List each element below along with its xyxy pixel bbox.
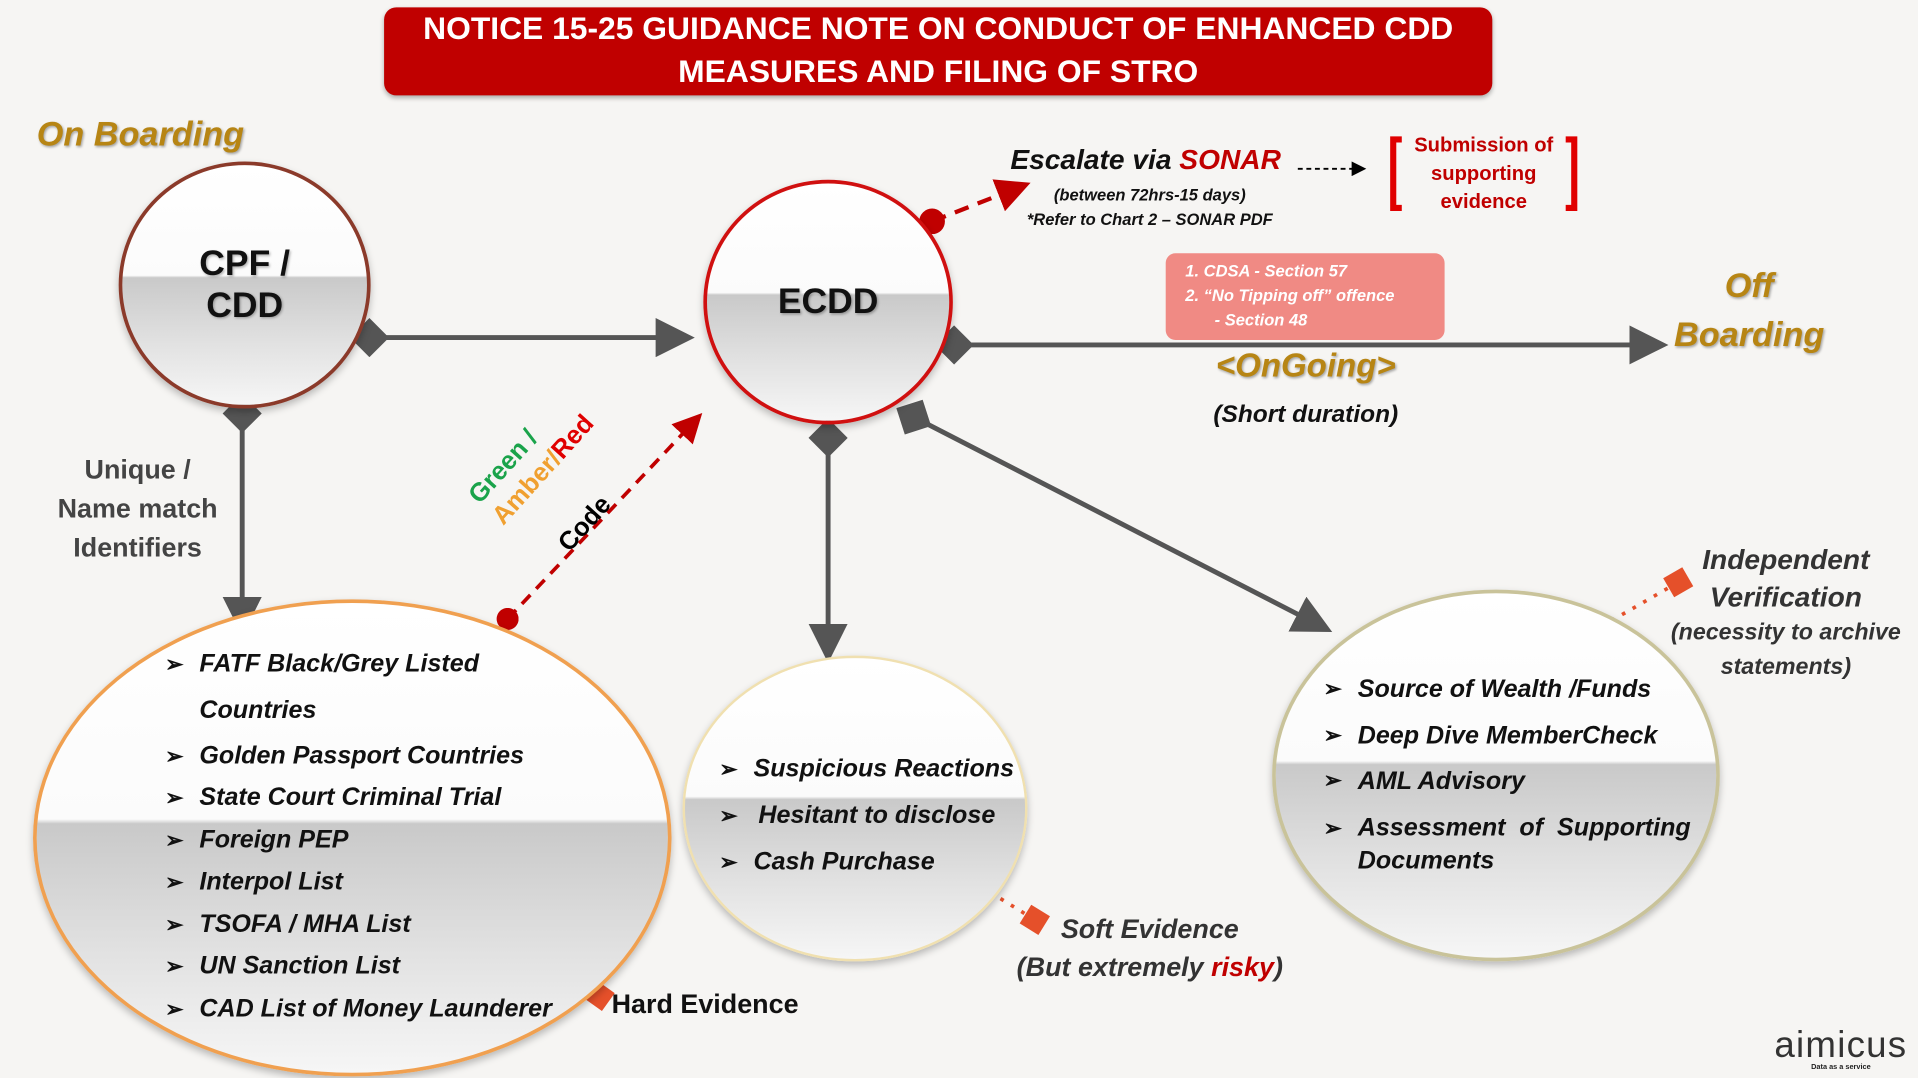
- off-boarding-label: Off Boarding: [1664, 262, 1835, 360]
- independent-line: Verification: [1709, 581, 1862, 613]
- soft-evidence-title: Soft Evidence: [1060, 913, 1239, 945]
- cpf-cdd-node: CPF / CDD: [118, 161, 371, 409]
- ongoing-label: <OnGoing>: [1215, 347, 1396, 385]
- escalate-details: (between 72hrs-15 days) *Refer to Chart …: [1015, 183, 1284, 232]
- list-item: ➢UN Sanction List: [165, 951, 401, 980]
- list-item: ➢Assessment of Supporting: [1323, 812, 1691, 841]
- off-boarding-line-1: Off: [1724, 266, 1774, 305]
- verification-list: ➢Source of Wealth /Funds ➢Deep Dive Memb…: [1324, 667, 1691, 877]
- list-item: ➢CAD List of Money Launderer: [165, 993, 552, 1022]
- legal-item: - Section 48: [1214, 310, 1308, 330]
- title-banner: NOTICE 15-25 GUIDANCE NOTE ON CONDUCT OF…: [384, 7, 1493, 96]
- logo-name: aimicus: [1774, 1025, 1908, 1066]
- list-item: ➢Golden Passport Countries: [165, 740, 525, 769]
- soft-evidence-label: Soft Evidence (But extremely risky): [991, 910, 1309, 986]
- escalate-duration: (between 72hrs-15 days): [1053, 185, 1246, 205]
- escalate-prefix: Escalate via: [1010, 143, 1180, 175]
- soft-evidence-prefix: (But extremely: [1016, 951, 1212, 983]
- soft-evidence-suffix: ): [1273, 951, 1283, 983]
- list-item: ➢AML Advisory: [1323, 766, 1525, 796]
- list-item: ➢FATF Black/Grey Listed: [165, 649, 480, 678]
- verification-pointer: [1582, 567, 1694, 644]
- list-item: ➢Source of Wealth /Funds: [1323, 675, 1652, 704]
- legal-item: 1. CDSA - Section 57: [1185, 261, 1348, 281]
- code-dashed-arrow: [496, 413, 703, 630]
- cpf-line-2: CDD: [206, 286, 284, 326]
- identifiers-label: Unique / Name match Identifiers: [37, 450, 239, 567]
- title-line-2: MEASURES AND FILING OF STRO: [678, 52, 1199, 90]
- independent-line: statements): [1720, 654, 1852, 681]
- hard-evidence-label: Hard Evidence: [611, 988, 799, 1019]
- on-boarding-label: On Boarding: [36, 114, 245, 153]
- soft-evidence-list: ➢Suspicious Reactions ➢Hesitant to discl…: [719, 746, 1014, 885]
- submission-line: supporting: [1431, 162, 1537, 185]
- list-item: ➢Cash Purchase: [719, 847, 935, 876]
- independent-line: Independent: [1702, 543, 1870, 575]
- soft-evidence-node: [682, 655, 1028, 962]
- title-line-1: NOTICE 15-25 GUIDANCE NOTE ON CONDUCT OF…: [423, 9, 1454, 47]
- verification-node: [1272, 589, 1720, 962]
- short-duration-label: (Short duration): [1213, 401, 1399, 429]
- identifiers-line: Unique /: [84, 453, 191, 485]
- identifiers-line: Name match: [57, 492, 218, 524]
- list-item: ➢TSOFA / MHA List: [165, 909, 411, 938]
- list-item: ➢Deep Dive MemberCheck: [1323, 721, 1658, 750]
- hard-evidence-node: [33, 599, 672, 1077]
- submission-line: Submission of: [1414, 134, 1554, 157]
- independent-line: (necessity to archive: [1670, 620, 1901, 646]
- submission-bracket-left: [1390, 136, 1402, 212]
- legal-reference-box: 1. CDSA - Section 57 2. “No Tipping off”…: [1165, 253, 1445, 341]
- submission-label: Submission of supporting evidence: [1402, 132, 1566, 216]
- escalate-reference: *Refer to Chart 2 – SONAR PDF: [1026, 210, 1273, 229]
- list-item: Countries: [199, 695, 317, 724]
- list-item: Documents: [1357, 845, 1495, 874]
- independent-verification-label: Independent Verification (necessity to a…: [1657, 541, 1914, 685]
- submission-bracket-right: [1565, 136, 1578, 212]
- identifiers-line: Identifiers: [73, 532, 202, 563]
- list-item: ➢Hesitant to disclose: [719, 801, 996, 830]
- hard-evidence-list: ➢FATF Black/Grey Listed Countries ➢Golde…: [165, 643, 552, 1030]
- submission-line: evidence: [1440, 190, 1527, 213]
- risky-word: risky: [1211, 951, 1274, 983]
- off-boarding-line-2: Boarding: [1674, 315, 1825, 354]
- cpf-line-1: CPF /: [199, 244, 290, 284]
- ecdd-node: ECDD: [703, 179, 953, 425]
- list-item: ➢Suspicious Reactions: [719, 754, 1015, 783]
- escalate-label: Escalate via SONAR: [1010, 143, 1281, 176]
- arrow-ecdd-to-verification: [896, 399, 1333, 632]
- list-item: ➢Interpol List: [165, 867, 343, 896]
- aimicus-logo: aimicus Data as a service: [1768, 1025, 1915, 1072]
- list-item: ➢Foreign PEP: [165, 825, 349, 854]
- legal-item: 2. “No Tipping off” offence: [1185, 286, 1395, 305]
- sonar-dashed-arrow: [919, 179, 1031, 235]
- logo-tagline: Data as a service: [1811, 1064, 1871, 1072]
- list-item: ➢State Court Criminal Trial: [165, 782, 502, 811]
- sonar-label: SONAR: [1179, 143, 1281, 175]
- cpf-cdd-label: CPF / CDD: [122, 243, 367, 326]
- ecdd-label: ECDD: [777, 282, 879, 322]
